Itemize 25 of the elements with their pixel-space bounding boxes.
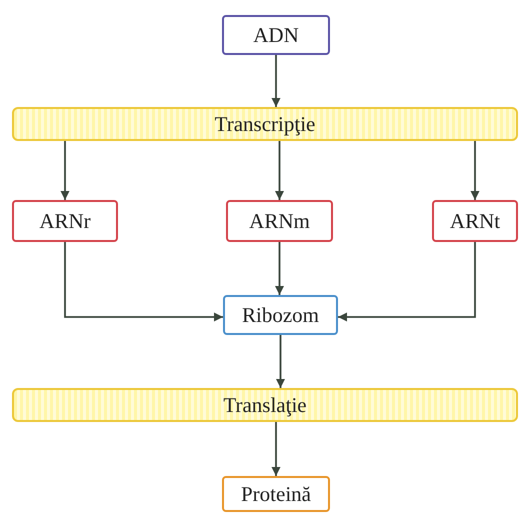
box-label: Translaţie xyxy=(223,392,307,418)
arrow xyxy=(60,141,70,200)
process-box xyxy=(222,476,330,512)
arrow xyxy=(275,242,284,295)
process-box xyxy=(226,200,333,242)
process-box xyxy=(222,15,330,55)
process-band xyxy=(12,107,518,141)
box-label: Transcripţie xyxy=(214,112,316,136)
box-label: Ribozom xyxy=(242,302,319,328)
process-box xyxy=(223,295,338,335)
arrow xyxy=(64,242,223,322)
box-label: ARNm xyxy=(249,208,310,234)
box-label: ARNt xyxy=(450,208,500,234)
arrow xyxy=(470,141,480,200)
process-band xyxy=(12,388,518,422)
arrow xyxy=(275,141,284,200)
process-box xyxy=(12,200,118,242)
arrow xyxy=(272,422,280,476)
process-box xyxy=(432,200,518,242)
arrow xyxy=(338,242,476,322)
box-label: ADN xyxy=(253,22,299,48)
box-label: ARNr xyxy=(39,208,91,234)
box-label: Proteină xyxy=(241,482,311,506)
arrow xyxy=(272,55,280,107)
arrow xyxy=(276,335,285,388)
